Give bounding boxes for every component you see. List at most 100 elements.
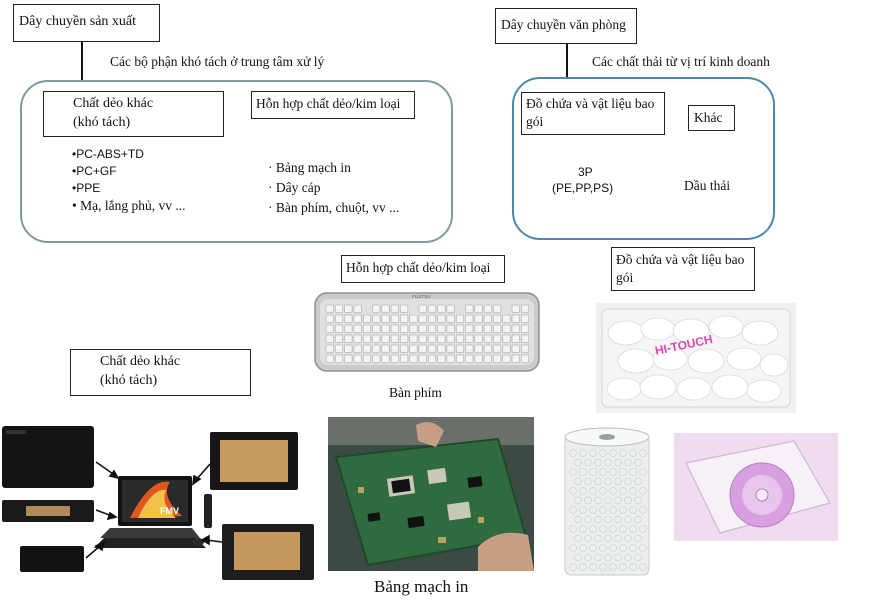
keyboard-key <box>400 314 409 323</box>
keyboard-key <box>465 324 474 333</box>
bubble <box>629 468 637 476</box>
bubble <box>624 477 632 486</box>
bubble <box>619 449 627 457</box>
bubble <box>589 449 597 457</box>
keyboard-key <box>372 354 381 363</box>
keyboard-key <box>353 344 362 353</box>
list-item: •PC-ABS+TD <box>72 147 144 161</box>
bubble <box>639 563 647 571</box>
bubble <box>599 449 607 457</box>
bubble <box>594 553 602 562</box>
bubble <box>639 449 647 457</box>
keyboard-key <box>325 354 334 363</box>
keyboard-key <box>400 344 409 353</box>
keyboard-key <box>335 334 344 343</box>
laptop-parts-photo: FMV <box>2 426 314 580</box>
bubble <box>594 515 602 524</box>
bubble <box>619 468 627 476</box>
bubble <box>629 563 637 571</box>
keyboard-key <box>353 324 362 333</box>
keyboard-key <box>335 324 344 333</box>
bubble <box>609 506 617 514</box>
plastic-metal-mix-list: · Bảng mạch in · Dây cáp · Bàn phím, chu… <box>268 158 399 218</box>
bubble <box>594 477 602 486</box>
bubble <box>574 515 582 524</box>
keyboard-key <box>455 354 464 363</box>
keyboard-key <box>465 314 474 323</box>
other-plastics-box: Chất dẻo khác (khó tách) <box>43 91 224 137</box>
keyboard-key <box>437 324 446 333</box>
keyboard-key <box>335 354 344 363</box>
list-item: · Dây cáp <box>268 180 321 195</box>
bubble <box>624 515 632 524</box>
bubble <box>624 458 632 467</box>
bubble <box>619 487 627 495</box>
bubble <box>624 534 632 543</box>
keyboard-key <box>493 314 502 323</box>
keyboard-key <box>362 344 371 353</box>
keyboard-key <box>353 334 362 343</box>
keyboard-brand-text: FUJITSU <box>412 294 431 299</box>
bubble <box>599 525 607 533</box>
bubble <box>589 563 597 571</box>
bubble <box>604 534 612 543</box>
bubble <box>579 506 587 514</box>
other-plastics-photo-line2: (khó tách) <box>100 373 158 388</box>
keyboard-key <box>521 344 530 353</box>
bubble <box>594 496 602 505</box>
keyboard-key <box>372 324 381 333</box>
bubble <box>574 553 582 562</box>
other-plastics-line2: (khó tách) <box>73 115 131 130</box>
keyboard-key <box>418 314 427 323</box>
bubble <box>584 477 592 486</box>
bubble <box>624 496 632 505</box>
keyboard-key <box>344 324 353 333</box>
keyboard-key <box>418 354 427 363</box>
keyboard-key <box>428 304 437 313</box>
keyboard-key <box>493 304 502 313</box>
keyboard-key <box>362 324 371 333</box>
bubble <box>569 563 577 571</box>
bubble <box>639 544 647 552</box>
bubble <box>604 515 612 524</box>
keyboard-key <box>465 354 474 363</box>
keyboard-key <box>362 314 371 323</box>
keyboard-key <box>502 354 511 363</box>
keyboard-key <box>372 344 381 353</box>
keyboard-key <box>353 304 362 313</box>
bubble <box>589 487 597 495</box>
other-plastics-list: •PC-ABS+TD •PC+GF •PPE • Mạ, lắng phủ, v… <box>72 146 185 214</box>
keyboard-key <box>502 334 511 343</box>
bubble <box>609 468 617 476</box>
bubble <box>634 553 642 562</box>
bubble <box>569 487 577 495</box>
keyboard-key <box>465 304 474 313</box>
keyboard-key <box>390 324 399 333</box>
keyboard-key <box>474 354 483 363</box>
keyboard-key <box>474 314 483 323</box>
bubble <box>579 487 587 495</box>
keyboard-key <box>511 324 520 333</box>
keyboard-key <box>353 354 362 363</box>
bubble <box>579 563 587 571</box>
keyboard-key <box>455 314 464 323</box>
keyboard-key <box>446 334 455 343</box>
keyboard-key <box>372 334 381 343</box>
keyboard-key <box>400 304 409 313</box>
keyboard-key <box>400 354 409 363</box>
keyboard-key <box>344 304 353 313</box>
keyboard-key <box>483 314 492 323</box>
bubble <box>599 468 607 476</box>
other-box: Khác <box>688 105 735 131</box>
list-item: •PC+GF <box>72 164 117 178</box>
list-item: · Bàn phím, chuột, vv ... <box>268 200 400 215</box>
bubble <box>634 458 642 467</box>
bubble <box>634 477 642 486</box>
bubble <box>614 496 622 505</box>
keyboard-key <box>521 334 530 343</box>
keyboard-key <box>325 324 334 333</box>
circuit-board-caption: Bảng mạch in <box>374 577 469 596</box>
bubble <box>584 458 592 467</box>
three-p-label: 3P <box>578 165 593 179</box>
plastic-metal-mix-box: Hỗn hợp chất dẻo/kim loại <box>251 91 415 119</box>
